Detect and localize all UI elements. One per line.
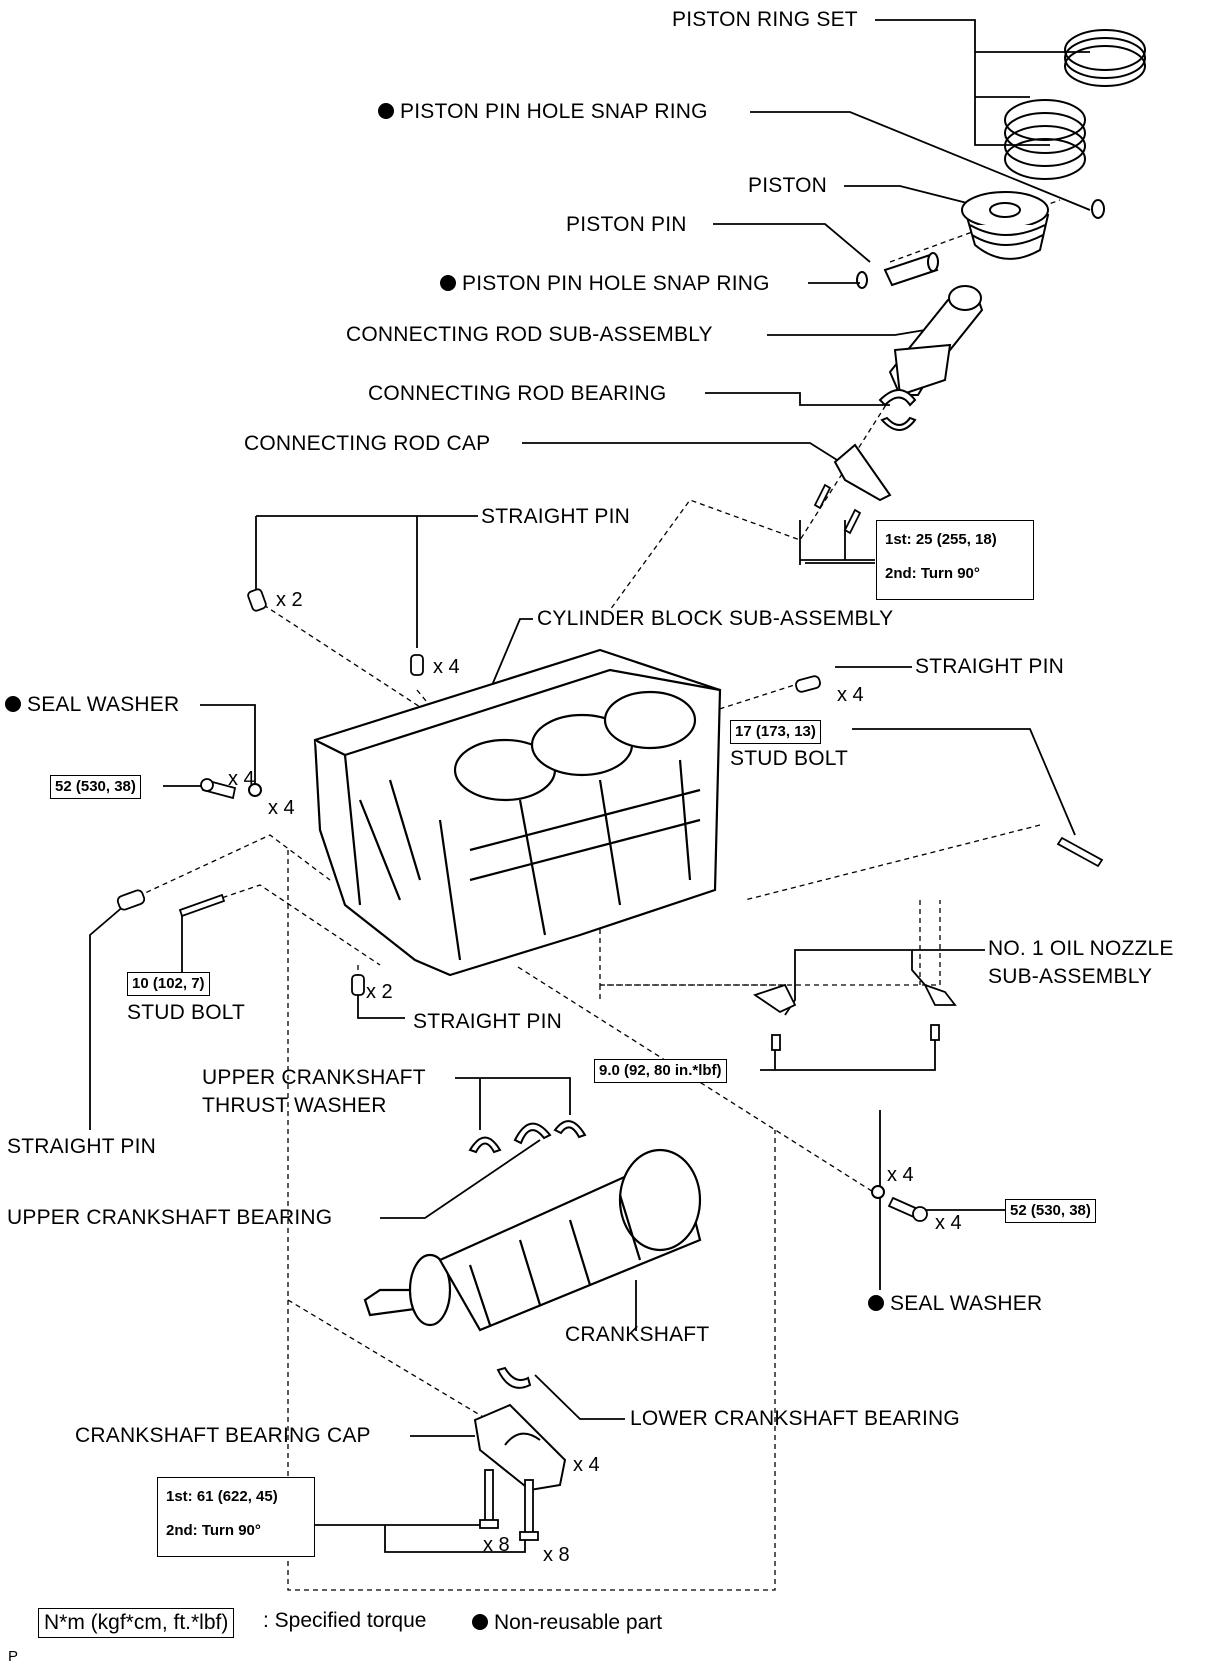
label-upper-crankshaft-bearing: UPPER CRANKSHAFT BEARING xyxy=(7,1206,333,1229)
label-straight-pin-right: STRAIGHT PIN xyxy=(915,655,1065,678)
label-cylinder-block-sub-assembly: CYLINDER BLOCK SUB-ASSEMBLY xyxy=(537,607,894,630)
label-upper-thrust-washer-line2: THRUST WASHER xyxy=(202,1094,387,1117)
label-no1-oil-nozzle-line2: SUB-ASSEMBLY xyxy=(988,965,1153,988)
label-piston-pin-hole-snap-ring-bottom: PISTON PIN HOLE SNAP RING xyxy=(440,272,770,296)
label-piston: PISTON xyxy=(748,174,827,197)
label-piston-pin-hole-snap-ring-top: PISTON PIN HOLE SNAP RING xyxy=(378,100,708,124)
seal-washer-icon xyxy=(871,1185,885,1199)
mult-bolt-x4-left: x 4 xyxy=(228,768,255,790)
seal-washer-icon xyxy=(248,783,262,797)
connecting-rod-icon xyxy=(888,285,984,397)
label-text: PISTON PIN HOLE SNAP RING xyxy=(400,100,708,123)
non-reusable-icon xyxy=(440,275,456,291)
legend-non-reusable-text: Non-reusable part xyxy=(494,1611,663,1634)
mult-washer-x4-right: x 4 xyxy=(887,1164,914,1186)
snap-ring-icon xyxy=(856,271,868,289)
legend-torque-unit-box: N*m (kgf*cm, ft.*lbf) xyxy=(38,1608,235,1638)
connecting-rod-bearing-icon xyxy=(878,389,917,431)
label-text: PISTON PIN HOLE SNAP RING xyxy=(462,272,770,295)
label-lower-crankshaft-bearing: LOWER CRANKSHAFT BEARING xyxy=(630,1407,960,1430)
cap-bolt-icon xyxy=(479,1469,539,1541)
label-straight-pin-top: STRAIGHT PIN xyxy=(481,505,631,528)
connecting-rod-cap-icon xyxy=(833,443,892,502)
label-stud-bolt-right: STUD BOLT xyxy=(730,747,849,770)
non-reusable-icon xyxy=(378,103,394,119)
torque-bolt-left: 52 (530, 38) xyxy=(50,775,141,799)
torque-conrod-line1: 1st: 25 (255, 18) xyxy=(885,531,997,548)
mult-bolt-x4-right: x 4 xyxy=(935,1212,962,1234)
mult-bearing-cap-x4: x 4 xyxy=(573,1454,600,1476)
label-piston-pin: PISTON PIN xyxy=(566,213,687,236)
torque-bolt-right: 52 (530, 38) xyxy=(1005,1199,1096,1223)
torque-stud-bolt-right: 17 (173, 13) xyxy=(730,720,821,744)
label-upper-thrust-washer-line1: UPPER CRANKSHAFT xyxy=(202,1066,426,1089)
bolt-icon xyxy=(200,778,237,800)
label-seal-washer-left: SEAL WASHER xyxy=(5,693,179,717)
torque-cap-line2: 2nd: Turn 90° xyxy=(166,1522,261,1539)
bolt-icon xyxy=(887,1196,928,1222)
label-connecting-rod-cap: CONNECTING ROD CAP xyxy=(244,432,491,455)
leader-lines xyxy=(89,19,1091,1553)
label-seal-washer-right: SEAL WASHER xyxy=(868,1292,1042,1316)
conrod-bolt-icon xyxy=(813,483,862,535)
mult-cap-bolt-x8-b: x 8 xyxy=(543,1544,570,1566)
legend-non-reusable: Non-reusable part xyxy=(472,1610,662,1636)
torque-box-conrod: 1st: 25 (255, 18) 2nd: Turn 90° xyxy=(876,520,1034,600)
thrust-washer-icon xyxy=(468,1120,587,1154)
mult-straight-pin-x2-top: x 2 xyxy=(276,589,303,611)
non-reusable-icon xyxy=(472,1614,488,1630)
label-connecting-rod-sub-assembly: CONNECTING ROD SUB-ASSEMBLY xyxy=(346,323,713,346)
mult-washer-x4-left: x 4 xyxy=(268,797,295,819)
torque-box-bearing-cap: 1st: 61 (622, 45) 2nd: Turn 90° xyxy=(157,1477,315,1557)
stud-bolt-icon xyxy=(178,836,1104,918)
snap-ring-icon xyxy=(1091,199,1105,219)
legend-torque-desc: : Specified torque xyxy=(263,1609,427,1632)
piston-ring-set-icon xyxy=(1004,29,1146,180)
crankshaft-icon xyxy=(363,1148,702,1332)
bearing-cap-icon xyxy=(473,1403,567,1492)
mult-straight-pin-x4-top: x 4 xyxy=(433,656,460,678)
cylinder-block-icon xyxy=(313,648,722,977)
label-piston-ring-set: PISTON RING SET xyxy=(672,8,858,31)
torque-conrod-line2: 2nd: Turn 90° xyxy=(885,565,980,582)
label-straight-pin-bottom: STRAIGHT PIN xyxy=(413,1010,563,1033)
label-straight-pin-left: STRAIGHT PIN xyxy=(7,1135,157,1158)
label-no1-oil-nozzle-line1: NO. 1 OIL NOZZLE xyxy=(988,937,1174,960)
label-connecting-rod-bearing: CONNECTING ROD BEARING xyxy=(368,382,667,405)
piston-pin-icon xyxy=(883,252,939,287)
torque-stud-bolt-left: 10 (102, 7) xyxy=(127,972,210,996)
mult-straight-pin-x4-right: x 4 xyxy=(837,684,864,706)
label-crankshaft: CRANKSHAFT xyxy=(565,1323,710,1346)
mult-cap-bolt-x8-a: x 8 xyxy=(483,1534,510,1556)
torque-cap-line1: 1st: 61 (622, 45) xyxy=(166,1488,278,1505)
label-crankshaft-bearing-cap: CRANKSHAFT BEARING CAP xyxy=(75,1424,371,1447)
non-reusable-icon xyxy=(868,1295,884,1311)
label-stud-bolt-left: STUD BOLT xyxy=(127,1001,246,1024)
piston-icon xyxy=(961,191,1050,260)
mult-straight-pin-x2-bottom: x 2 xyxy=(366,981,393,1003)
label-text: SEAL WASHER xyxy=(27,693,180,716)
torque-oil-nozzle: 9.0 (92, 80 in.*lbf) xyxy=(594,1059,727,1083)
page-code: P xyxy=(8,1648,19,1665)
lower-bearing-icon xyxy=(496,1366,532,1389)
non-reusable-icon xyxy=(5,696,21,712)
straight-pin-icon xyxy=(116,588,821,996)
oil-nozzle-icon xyxy=(752,983,957,1051)
label-text: SEAL WASHER xyxy=(890,1292,1043,1315)
